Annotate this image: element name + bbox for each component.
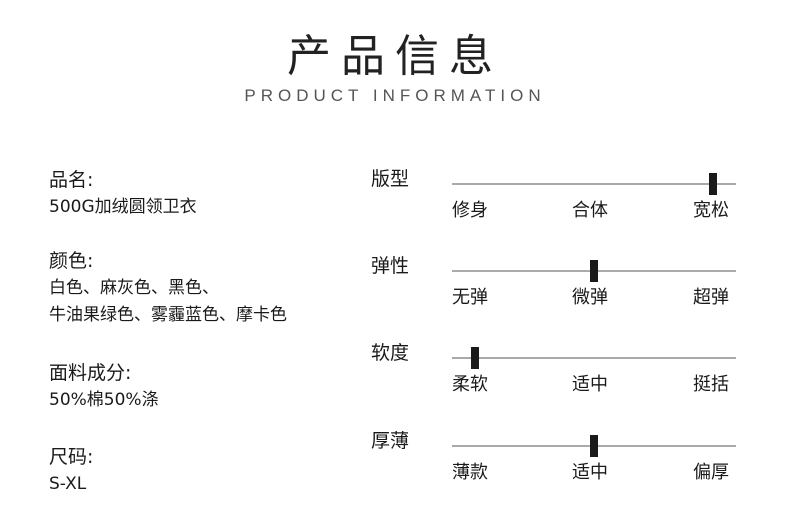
- scale-marker: [709, 173, 718, 195]
- attribute-scale: 弹性 无弹 微弹 超弹: [371, 251, 741, 331]
- page-title: 产品信息: [287, 31, 503, 82]
- spec-size: 尺码: S-XL: [49, 443, 93, 498]
- attribute-name: 软度: [371, 342, 410, 364]
- attribute-name: 版型: [371, 168, 410, 190]
- spec-label: 尺码:: [49, 446, 94, 468]
- scale-option: 修身: [452, 200, 488, 221]
- scale-option: 挺括: [693, 374, 729, 395]
- spec-value: S-XL: [49, 474, 87, 494]
- spec-label: 品名:: [49, 169, 94, 191]
- spec-color: 颜色: 白色、麻灰色、黑色、 牛油果绿色、雾霾蓝色、摩卡色: [49, 247, 287, 329]
- scale-option: 合体: [572, 200, 608, 221]
- scale-marker: [470, 347, 479, 369]
- spec-label: 面料成分:: [49, 362, 132, 384]
- scale-track: [452, 435, 736, 457]
- scale-option: 柔软: [452, 374, 488, 395]
- attribute-scale: 厚薄 薄款 适中 偏厚: [371, 426, 741, 506]
- scale-marker: [590, 435, 598, 457]
- attribute-name: 厚薄: [371, 430, 410, 452]
- scale-option: 薄款: [452, 462, 488, 483]
- spec-value: 50%棉50%涤: [49, 390, 159, 410]
- scale-track: [452, 260, 736, 282]
- scale-option: 超弹: [693, 287, 729, 308]
- scale-option: 适中: [572, 374, 608, 395]
- scale-option: 偏厚: [693, 462, 729, 483]
- scale-option: 宽松: [693, 200, 729, 221]
- attribute-scale: 版型 修身 合体 宽松: [371, 164, 741, 244]
- spec-value: 500G加绒圆领卫衣: [49, 197, 197, 217]
- attribute-scale: 软度 柔软 适中 挺括: [371, 338, 741, 418]
- page-subtitle: PRODUCT INFORMATION: [244, 86, 546, 105]
- scale-option: 微弹: [572, 287, 608, 308]
- scale-option: 无弹: [452, 287, 488, 308]
- scale-option: 适中: [572, 462, 608, 483]
- spec-label: 颜色:: [49, 250, 94, 272]
- spec-value: 牛油果绿色、雾霾蓝色、摩卡色: [49, 305, 287, 325]
- spec-name: 品名: 500G加绒圆领卫衣: [49, 166, 197, 221]
- scale-track: [452, 347, 736, 369]
- spec-value: 白色、麻灰色、黑色、: [49, 278, 219, 298]
- scale-marker: [590, 260, 598, 282]
- spec-material: 面料成分: 50%棉50%涤: [49, 359, 159, 414]
- attribute-name: 弹性: [371, 255, 410, 277]
- scale-track: [452, 173, 736, 195]
